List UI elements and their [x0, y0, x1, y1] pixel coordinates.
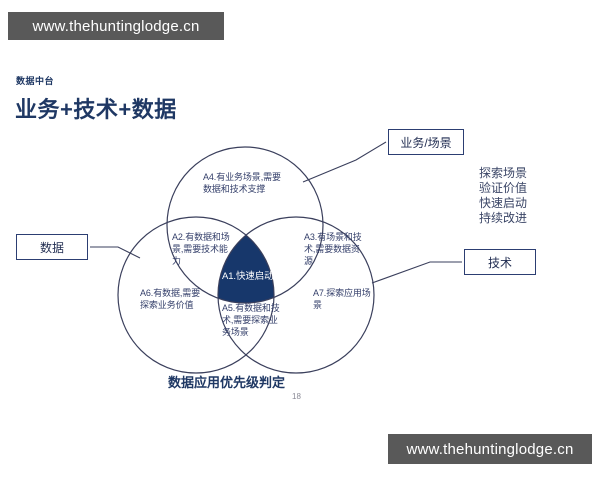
venn-circle-data [117, 216, 275, 374]
kicker-label: 数据中台 [16, 76, 55, 86]
venn-region-a7: A7.探索应用场景 [313, 288, 371, 310]
keyword-item: 持续改进 [479, 211, 528, 225]
venn-region-a6: A6.有数据,需要探索业务价值 [140, 288, 201, 310]
callout-tech[interactable]: 技术 [464, 249, 536, 275]
keyword-list: 探索场景 验证价值 快速启动 持续改进 [479, 166, 527, 226]
venn-region-a5: A5.有数据和技术,需要探索业务场景 [222, 303, 280, 337]
connector-tech [371, 261, 462, 284]
venn-region-a4: A4.有业务场景,需要数据和技术支撑 [203, 172, 281, 194]
connector-business [302, 141, 387, 183]
page-title: 业务+技术+数据 [15, 97, 177, 122]
keyword-item: 探索场景 [479, 166, 528, 180]
venn-region-a3: A3.有场景和技术,需要数据资源 [304, 232, 362, 266]
venn-region-a1: A1.快速启动 [222, 271, 274, 282]
connector-data [90, 246, 141, 259]
keyword-item: 快速启动 [479, 196, 528, 210]
callout-business-scenario[interactable]: 业务/场景 [388, 129, 464, 155]
watermark-top: www.thehuntinglodge.cn [8, 12, 224, 40]
keyword-item: 验证价值 [479, 181, 528, 195]
page-number: 18 [292, 392, 301, 401]
venn-region-a2: A2.有数据和场景,需要技术能力 [172, 232, 230, 266]
venn-circle-business [166, 146, 324, 304]
watermark-bottom: www.thehuntinglodge.cn [388, 434, 592, 464]
callout-data[interactable]: 数据 [16, 234, 88, 260]
venn-caption: 数据应用优先级判定 [168, 375, 286, 390]
venn-circle-tech [217, 216, 375, 374]
